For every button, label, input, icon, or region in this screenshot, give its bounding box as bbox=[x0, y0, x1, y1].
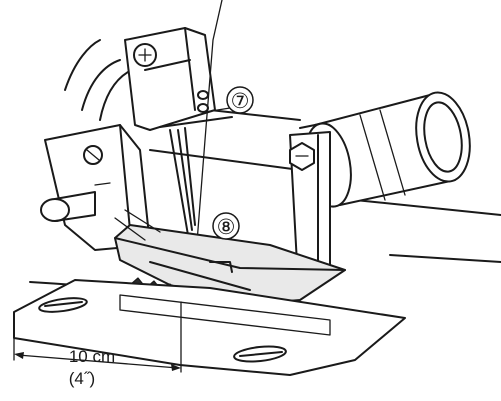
dimension-imperial: (4˝) bbox=[69, 369, 95, 388]
left-housing bbox=[40, 124, 151, 251]
dimension-metric: 10 cm bbox=[69, 347, 115, 366]
needle-plate bbox=[13, 279, 406, 376]
dimension-lines bbox=[13, 301, 182, 373]
callout-8: ⑧ bbox=[212, 212, 240, 240]
thread-spool-cylinder bbox=[304, 91, 471, 208]
needles bbox=[169, 127, 196, 236]
upper-thread bbox=[195, 0, 223, 256]
support-post bbox=[289, 131, 331, 283]
callout-8-label: ⑧ bbox=[217, 216, 236, 239]
needle-clamp bbox=[124, 27, 233, 131]
callout-7: ⑦ bbox=[204, 86, 254, 114]
callout-7-label: ⑦ bbox=[231, 90, 250, 113]
